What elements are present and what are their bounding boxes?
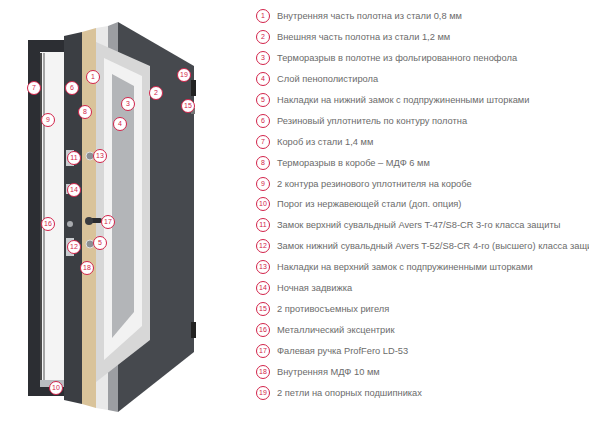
callout-number: 2 [257, 31, 269, 43]
penofol-layer [104, 58, 142, 360]
callout-number: 12 [67, 240, 81, 254]
eccentric [67, 221, 73, 227]
callout-number: 15 [257, 303, 269, 315]
callout-circle: 3Терморазрыв в полотне из фольгированног… [256, 51, 270, 65]
callout-number: 4 [257, 73, 269, 85]
polystyrene-layer [112, 74, 134, 338]
part-description: Замок нижний сувальдный Avers T-52/S8-CR… [277, 239, 589, 253]
part-description: Резиновый уплотнитель по контуру полотна [277, 114, 467, 128]
part-description: Накладки на верхний замок с подпружиненн… [277, 260, 533, 274]
part-description: Накладки на нижний замок с подпружиненны… [277, 93, 529, 107]
callout-circle: 5Накладки на нижний замок с подпружиненн… [256, 93, 270, 107]
callout-circle: 10Порог из нержавеющей стали (доп. опция… [256, 197, 270, 211]
callout-number: 3 [257, 52, 269, 64]
callout-circle: 12Замок нижний сувальдный Avers T-52/S8-… [256, 239, 270, 253]
part-description: Слой пенополистирола [277, 72, 378, 86]
callout-number: 18 [80, 261, 94, 275]
callout-number: 7 [27, 81, 41, 95]
part-description: 2 контура резинового уплотнителя на коро… [277, 177, 472, 191]
callout-number: 6 [65, 81, 79, 95]
callout-number: 11 [67, 151, 81, 165]
part-description: Внутренняя МДФ 10 мм [277, 365, 380, 379]
part-description: Фалевая ручка ProfFero LD-53 [277, 344, 408, 358]
part-description: Короб из стали 1,4 мм [277, 135, 373, 149]
callout-circle: 11Замок верхний сувальдный Avers T-47/S8… [256, 218, 270, 232]
callout-circle: 4Слой пенополистирола [256, 72, 270, 86]
callout-number: 5 [257, 94, 269, 106]
leaf-edge [64, 32, 82, 404]
callout-number: 5 [93, 236, 107, 250]
callout-circle: 6Резиновый уплотнитель по контуру полотн… [256, 114, 270, 128]
callout-number: 8 [257, 157, 269, 169]
callout-number: 19 [177, 68, 191, 82]
callout-number: 14 [257, 282, 269, 294]
part-description: 2 петли на опорных подшипниках [277, 386, 422, 400]
part-description: Замок верхний сувальдный Avers T-47/S8-C… [277, 218, 560, 232]
callout-number: 12 [257, 240, 269, 252]
part-description: Терморазрыв в полотне из фольгированного… [277, 51, 517, 65]
frame-opening [40, 52, 64, 384]
callout-number: 13 [93, 149, 107, 163]
inner-steel [96, 42, 150, 382]
part-description: Внутренняя часть полотна из стали 0,8 мм [277, 9, 462, 23]
hinge [191, 322, 196, 338]
callout-number: 9 [41, 113, 55, 127]
callout-circle: 13Накладки на верхний замок с подпружине… [256, 260, 270, 274]
callout-number: 18 [257, 366, 269, 378]
part-description: Терморазрыв в коробе – МДФ 6 мм [277, 156, 430, 170]
callout-number: 6 [257, 115, 269, 127]
part-description: Металлический эксцентрик [277, 323, 395, 337]
callout-circle: 8Терморазрыв в коробе – МДФ 6 мм [256, 156, 270, 170]
callout-number: 17 [101, 215, 115, 229]
callout-circle: 17Фалевая ручка ProfFero LD-53 [256, 344, 270, 358]
callout-number: 15 [181, 99, 195, 113]
callout-number: 8 [78, 105, 92, 119]
callout-number: 16 [41, 217, 55, 231]
callout-circle: 18Внутренняя МДФ 10 мм [256, 365, 270, 379]
callout-circle: 16Металлический эксцентрик [256, 323, 270, 337]
callout-number: 10 [49, 381, 63, 395]
callout-number: 14 [67, 183, 81, 197]
part-description: 2 противосъемных ригеля [277, 302, 389, 316]
callout-circle: 1Внутренняя часть полотна из стали 0,8 м… [256, 9, 270, 23]
hinge [191, 80, 196, 96]
callout-circle: 192 петли на опорных подшипниках [256, 386, 270, 400]
frame-seal [40, 53, 42, 383]
callout-circle: 14Ночная задвижка [256, 281, 270, 295]
callout-circle: 7Короб из стали 1,4 мм [256, 135, 270, 149]
callout-number: 7 [257, 136, 269, 148]
callout-number: 13 [257, 261, 269, 273]
callout-number: 3 [121, 97, 135, 111]
callout-circle: 92 контура резинового уплотнителя на кор… [256, 177, 270, 191]
handle-rose [85, 217, 93, 225]
callout-number: 11 [257, 219, 269, 231]
callout-number: 10 [257, 198, 269, 210]
callout-number: 9 [257, 178, 269, 190]
callout-number: 19 [257, 387, 269, 399]
callout-number: 1 [86, 70, 100, 84]
callout-number: 2 [149, 86, 163, 100]
callout-number: 1 [257, 10, 269, 22]
part-description: Ночная задвижка [277, 281, 352, 295]
callout-number: 4 [113, 117, 127, 131]
callout-circle: 152 противосъемных ригеля [256, 302, 270, 316]
callout-number: 16 [257, 324, 269, 336]
callout-number: 17 [257, 345, 269, 357]
part-description: Внешняя часть полотна из стали 1,2 мм [277, 30, 450, 44]
part-description: Порог из нержавеющей стали (доп. опция) [277, 197, 461, 211]
callout-circle: 2Внешняя часть полотна из стали 1,2 мм [256, 30, 270, 44]
